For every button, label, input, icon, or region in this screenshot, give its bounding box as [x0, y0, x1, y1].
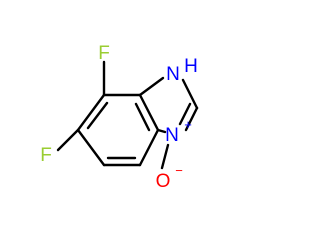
molecule-diagram: F F N H N + O −: [40, 43, 199, 192]
benzene-ring: [76, 93, 160, 167]
double-bond-c4-c5: [86, 101, 109, 130]
double-bond-c7a-c3a: [134, 102, 151, 132]
bond-c6-f: [56, 128, 80, 152]
bond-nh-c2: [181, 78, 199, 110]
fluorine-left-label: F: [40, 145, 52, 166]
bond-n-o: [160, 143, 170, 170]
hydrogen-label: H: [184, 56, 198, 77]
bond-c3a-nh: [138, 76, 165, 97]
double-bond-c2-n-oxide: [178, 102, 192, 126]
nitrogen-positive-charge: +: [184, 117, 192, 132]
bond-c7a-c3a: [138, 93, 160, 132]
nitrogen-oxide-label: N: [165, 125, 179, 146]
oxygen-label: O: [156, 171, 171, 192]
bond-c7-c7a: [138, 128, 160, 167]
oxygen-negative-charge: −: [175, 163, 183, 178]
bond-c4-c5: [76, 93, 106, 132]
fluorine-top-label: F: [98, 43, 110, 64]
bond-c7a-n-oxide: [156, 128, 167, 134]
nitrogen-h-label: N: [166, 64, 180, 85]
bond-c5-c6: [76, 128, 106, 167]
imidazole-ring: [138, 76, 199, 134]
bond-c2-n-oxide: [184, 106, 199, 132]
